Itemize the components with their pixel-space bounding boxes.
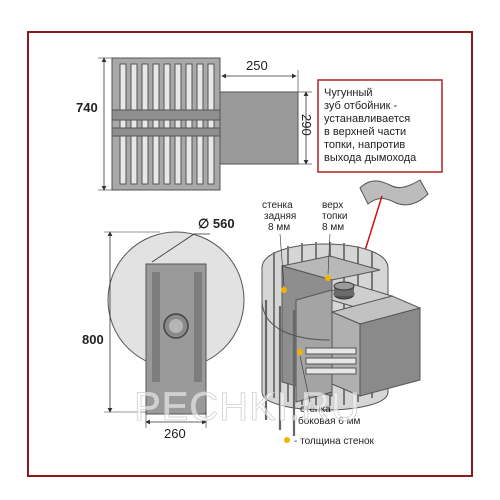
dim-width-text: 250 xyxy=(246,58,268,73)
svg-text:верх топки 8 мм: верх топки 8 мм xyxy=(322,200,350,233)
side-wall-label: стенка xyxy=(300,404,331,415)
dim-height-text: 800 xyxy=(82,332,104,347)
svg-text:Чугунный зуб отбойник -: Чугунный зуб отбойник - устанавливается … xyxy=(324,87,417,164)
top-view-channel xyxy=(217,91,299,165)
iso-view: стенка задняя 8 мм верх топки 8 мм стенк… xyxy=(261,200,422,447)
dim-depth-text: 740 xyxy=(76,100,98,115)
cast-iron-tooth-icon xyxy=(359,179,429,206)
top-view-grate xyxy=(119,63,215,185)
callout-box: Чугунный зуб отбойник - устанавливается … xyxy=(317,79,443,320)
watermark: PECHKI.RU xyxy=(134,385,361,429)
wall-thickness-dot-icon xyxy=(297,349,303,355)
legend-text: - толщина стенок xyxy=(294,436,375,447)
wall-thickness-dot-icon xyxy=(284,437,290,443)
callout-line: Чугунный xyxy=(324,87,373,99)
front-view: ∅ 560 800 260 xyxy=(82,216,245,441)
dim-channel-text: 290 xyxy=(299,114,314,136)
svg-text:стенка задняя 8 мм: стенка задняя 8 мм xyxy=(262,200,299,233)
svg-text:стенка боковая 6 мм: стенка боковая 6 мм xyxy=(298,404,361,427)
top-view: 740 250 290 xyxy=(76,57,314,191)
wall-thickness-dot-icon xyxy=(325,275,331,281)
callout-line: в верхней части xyxy=(324,126,406,138)
firebox-top-label: верх xyxy=(322,200,343,211)
back-wall-label: стенка xyxy=(262,200,293,211)
wall-thickness-dot-icon xyxy=(281,287,287,293)
firebox-top-label: топки xyxy=(322,211,347,222)
dim-channel-width-text: 260 xyxy=(164,426,186,441)
side-wall-label: боковая 6 мм xyxy=(298,415,361,427)
callout-line: зуб отбойник - xyxy=(324,100,397,112)
back-wall-label: 8 мм xyxy=(268,222,290,233)
callout-line: выхода дымохода xyxy=(324,152,417,164)
callout-line: устанавливается xyxy=(324,113,410,125)
firebox-top-label: 8 мм xyxy=(322,222,344,233)
callout-line: топки, напротив xyxy=(324,139,405,151)
dim-diameter-text: ∅ 560 xyxy=(198,216,235,231)
back-wall-label: задняя xyxy=(264,211,296,222)
